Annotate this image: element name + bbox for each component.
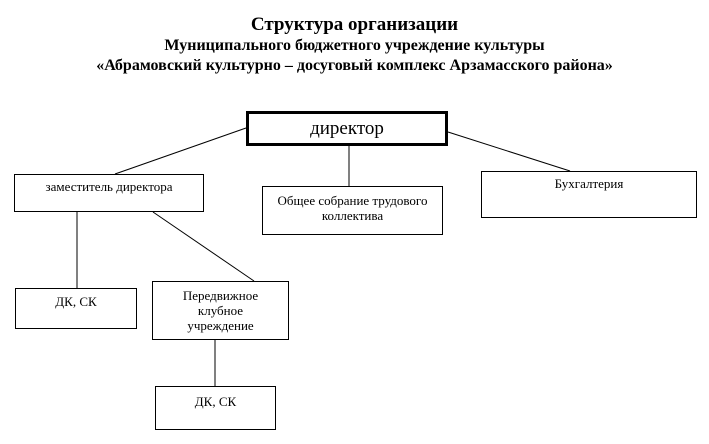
- general-assembly-label: Общее собрание трудового коллектива: [277, 193, 428, 223]
- connector-director-accounting: [447, 131, 571, 172]
- deputy-director-box: заместитель директора: [14, 174, 204, 212]
- dk-sk-left-label: ДК, СК: [55, 294, 97, 309]
- general-assembly-box: Общее собрание трудового коллектива: [262, 186, 443, 235]
- accounting-box: Бухгалтерия: [481, 171, 697, 218]
- title-line-3: «Абрамовский культурно – досуговый компл…: [96, 57, 613, 74]
- title-line-1: Структура организации: [250, 14, 459, 35]
- director-box: директор: [246, 111, 448, 146]
- diagram-title: Структура организации Муниципального бюд…: [0, 14, 709, 76]
- connector-deputy-mobile-club: [152, 211, 255, 282]
- connector-director-deputy: [114, 127, 247, 175]
- accounting-label: Бухгалтерия: [554, 176, 624, 191]
- mobile-club-label: Передвижное клубное учреждение: [182, 288, 259, 333]
- deputy-director-label: заместитель директора: [45, 179, 173, 194]
- director-label: директор: [310, 118, 384, 139]
- dk-sk-bottom-label: ДК, СК: [194, 394, 237, 409]
- dk-sk-bottom-box: ДК, СК: [155, 386, 276, 430]
- title-line-2: Муниципального бюджетного учреждение кул…: [164, 37, 545, 54]
- mobile-club-box: Передвижное клубное учреждение: [152, 281, 289, 340]
- dk-sk-left-box: ДК, СК: [15, 288, 137, 329]
